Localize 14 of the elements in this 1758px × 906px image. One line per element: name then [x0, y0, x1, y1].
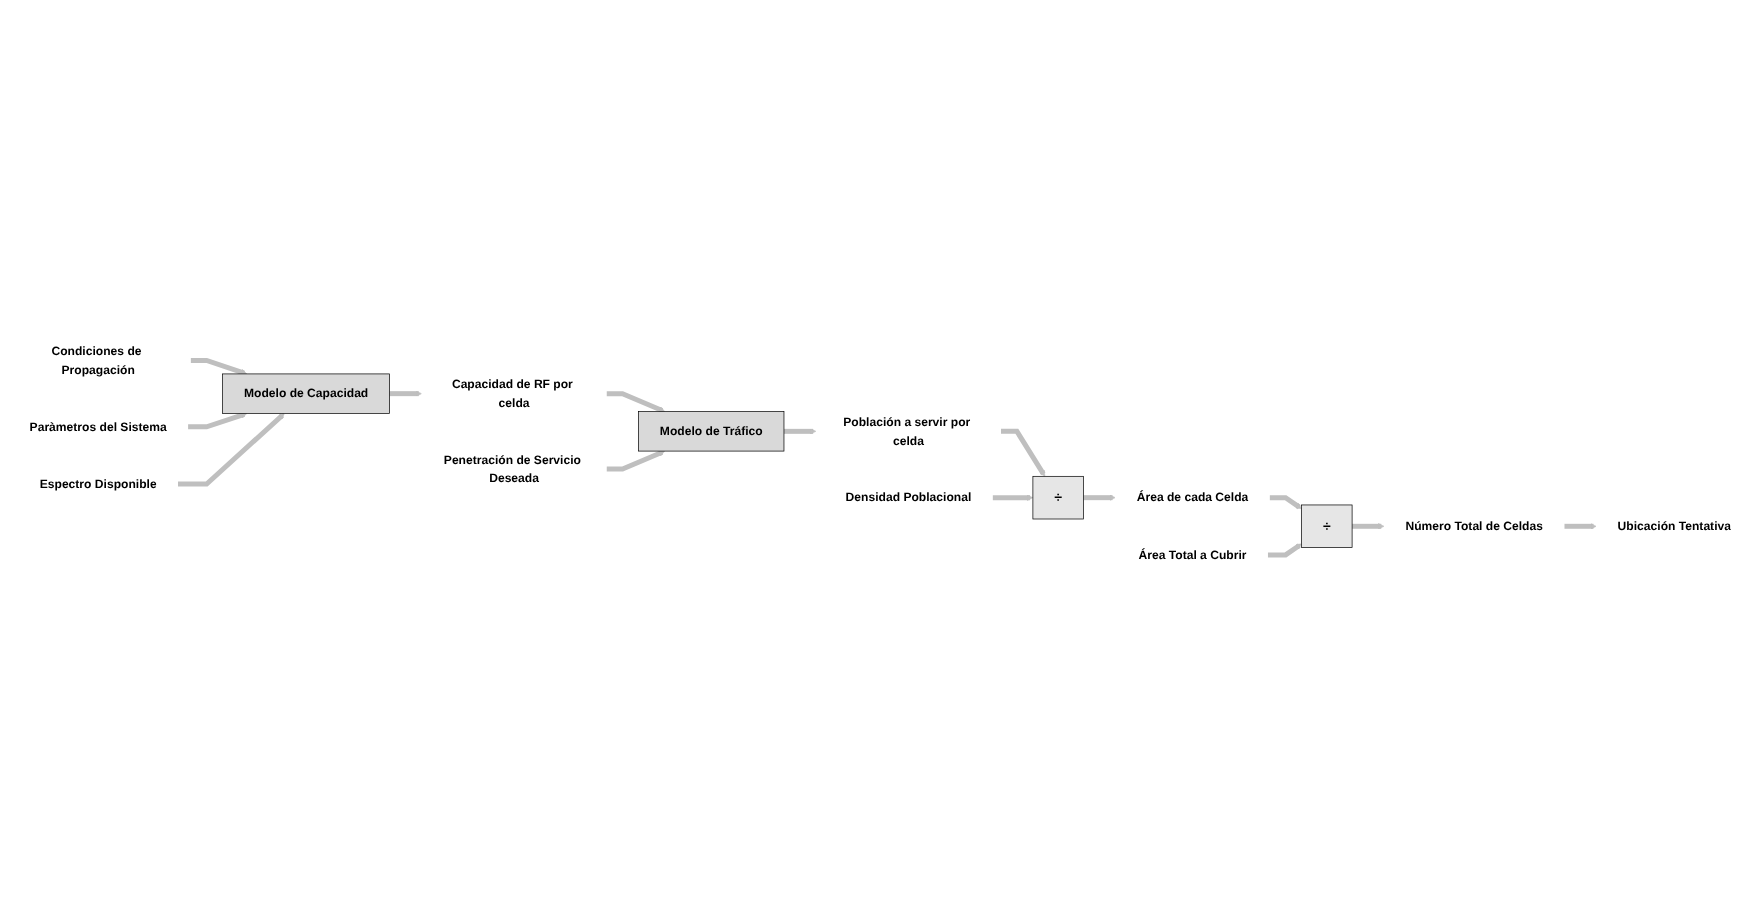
arrow [389, 390, 422, 397]
arrow [1352, 523, 1385, 530]
arrow [992, 494, 1034, 501]
arrow [606, 449, 666, 472]
arrow [190, 357, 248, 376]
arrow [1564, 523, 1597, 530]
arrow [606, 391, 666, 413]
arrow [1267, 543, 1302, 558]
arrow [783, 428, 817, 435]
arrow [1269, 495, 1302, 509]
arrow [177, 412, 285, 487]
arrow [1083, 494, 1116, 501]
arrow [1000, 428, 1046, 477]
arrow [188, 411, 248, 430]
